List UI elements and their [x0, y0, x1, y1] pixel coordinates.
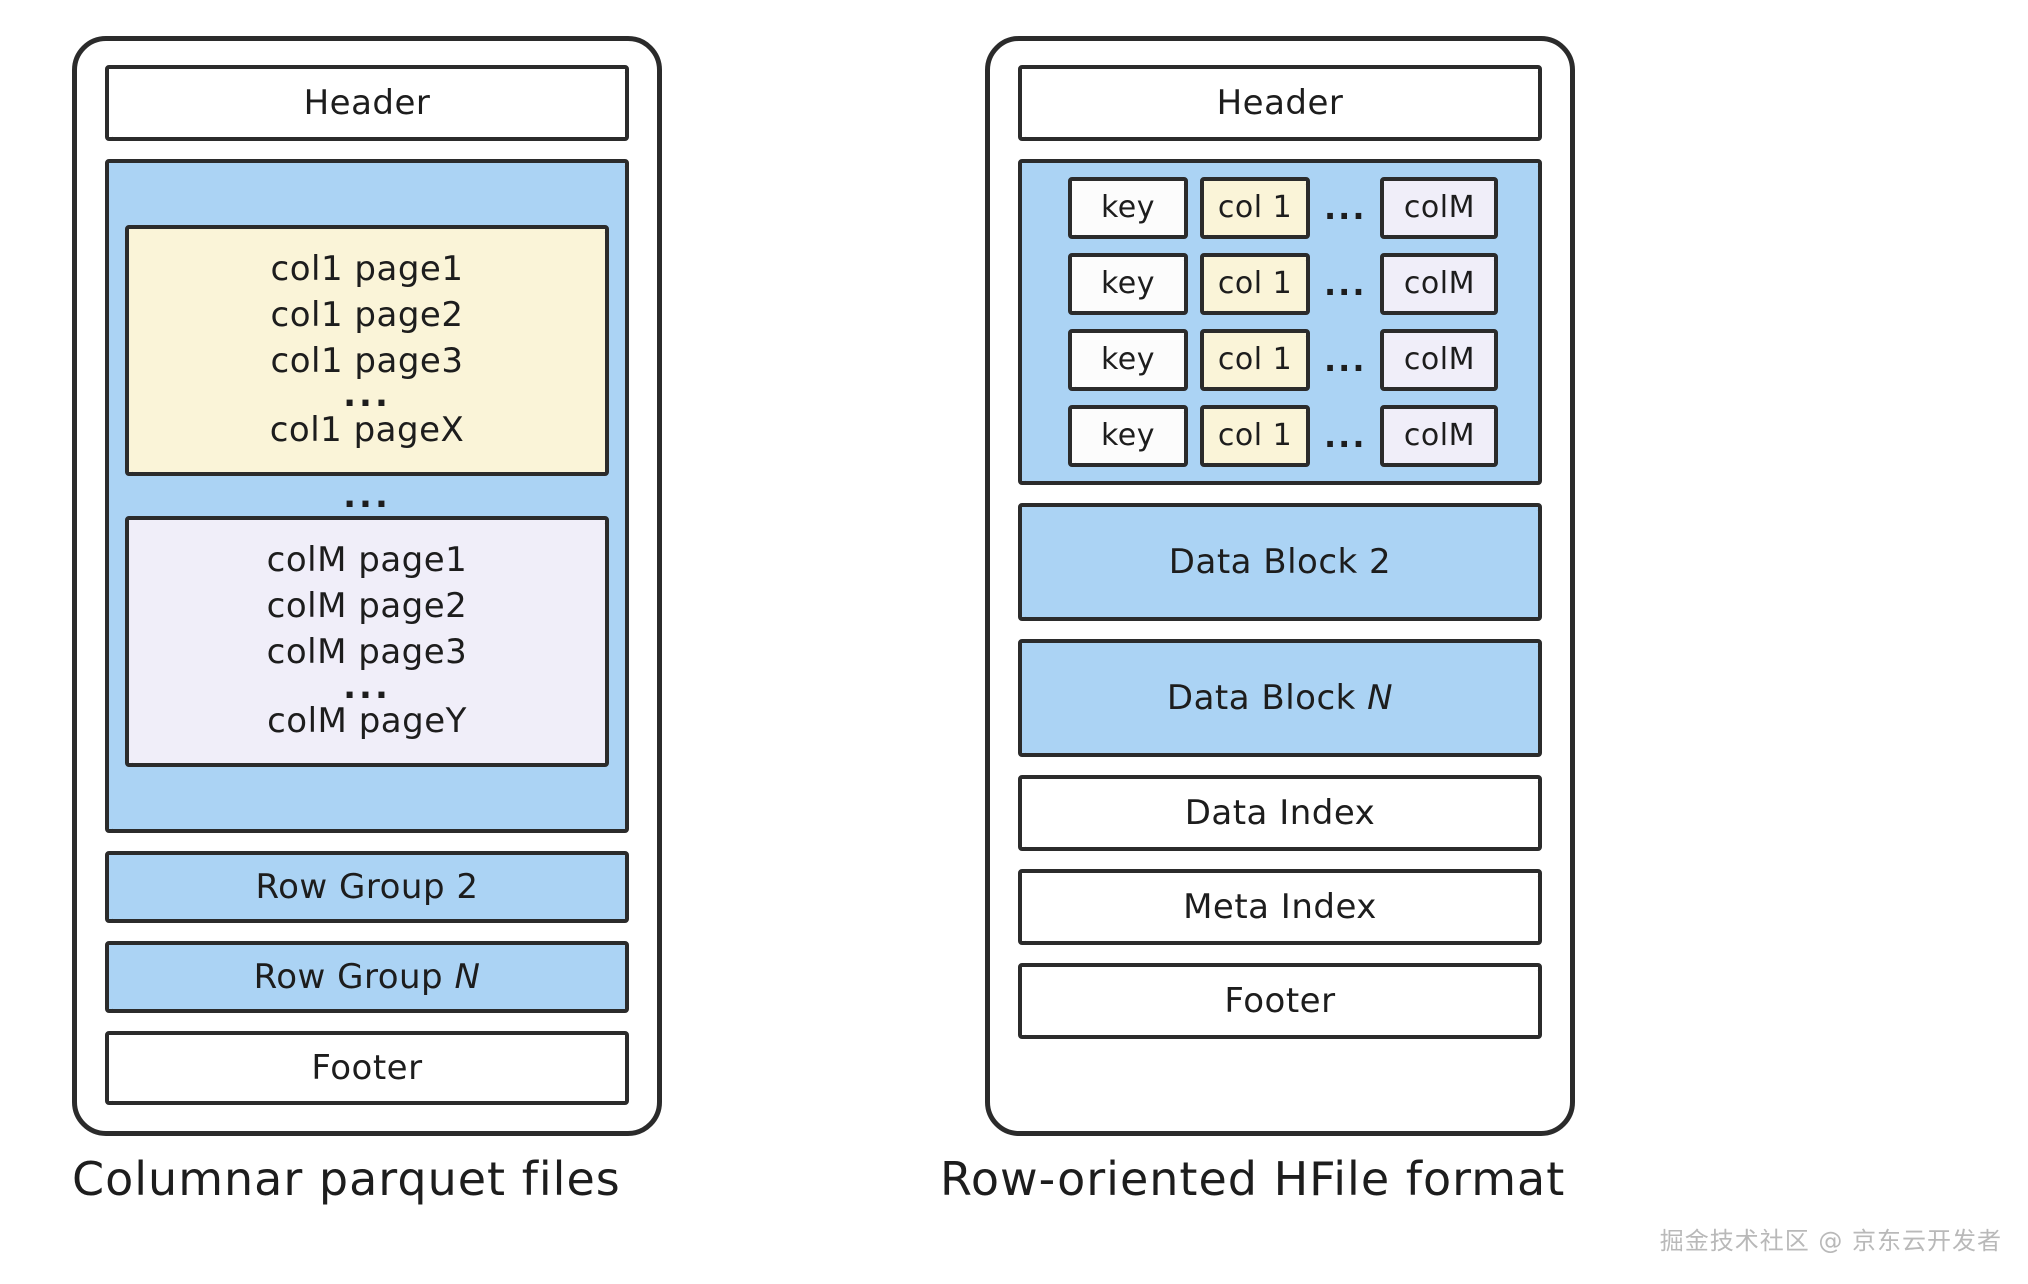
colm-cell: colM [1380, 177, 1499, 239]
parquet-row-group-1: col1 page1 col1 page2 col1 page3 ... col… [105, 159, 629, 833]
colm-cell-label: colM [1403, 342, 1475, 378]
colm-page-line: colM page1 [266, 540, 468, 581]
colm-cell: colM [1380, 405, 1499, 467]
key-cell: key [1068, 405, 1188, 467]
col1-page-last-line: col1 pageX [269, 409, 465, 450]
hfile-data-block-1: key col 1 ... colM key col 1 ... [1018, 159, 1542, 485]
col1-chunk: col1 page1 col1 page2 col1 page3 ... col… [125, 224, 609, 476]
row-group-2-box: Row Group 2 [105, 851, 629, 923]
col1-cell-label: col 1 [1217, 266, 1293, 302]
parquet-file-panel: Header col1 page1 col1 page2 col1 page3 … [72, 36, 662, 1136]
row-group-chunk-separator-ellipsis: ... [343, 475, 391, 516]
col1-cell-label: col 1 [1217, 190, 1293, 226]
key-cell-label: key [1100, 266, 1155, 302]
colm-cell: colM [1380, 329, 1499, 391]
parquet-footer-box: Footer [105, 1031, 629, 1105]
data-index-box: Data Index [1018, 775, 1542, 851]
row-ellipsis: ... [1324, 265, 1367, 303]
colm-cell-label: colM [1403, 418, 1475, 454]
col1-cell: col 1 [1200, 177, 1310, 239]
parquet-footer-label: Footer [311, 1047, 423, 1088]
col1-page-line: col1 page3 [270, 341, 464, 382]
data-block-n-box: Data Block N [1018, 639, 1542, 757]
key-cell-label: key [1100, 190, 1155, 226]
key-cell: key [1068, 253, 1188, 315]
hfile-header-label: Header [1216, 82, 1344, 123]
col1-cell: col 1 [1200, 405, 1310, 467]
parquet-header-label: Header [303, 82, 431, 123]
meta-index-label: Meta Index [1183, 886, 1377, 927]
col1-cell: col 1 [1200, 329, 1310, 391]
row-group-2-label: Row Group 2 [255, 866, 479, 907]
colm-page-line: colM page3 [266, 632, 468, 673]
data-block-n-label: Data Block N [1166, 677, 1394, 718]
row-ellipsis: ... [1324, 417, 1367, 455]
colm-cell-label: colM [1403, 266, 1475, 302]
colm-cell: colM [1380, 253, 1499, 315]
row-ellipsis: ... [1324, 189, 1367, 227]
key-cell-label: key [1100, 342, 1155, 378]
hfile-panel: Header key col 1 ... colM key [985, 36, 1575, 1136]
col1-chunk-ellipsis: ... [343, 375, 391, 416]
data-block-2-box: Data Block 2 [1018, 503, 1542, 621]
row-group-n-label: Row Group N [253, 956, 481, 997]
key-cell-label: key [1100, 418, 1155, 454]
data-block-row: key col 1 ... colM [1038, 253, 1522, 315]
meta-index-box: Meta Index [1018, 869, 1542, 945]
col1-page-line: col1 page1 [270, 248, 464, 289]
colm-cell-label: colM [1403, 190, 1475, 226]
col1-page-line: col1 page2 [270, 295, 464, 336]
data-block-row: key col 1 ... colM [1038, 177, 1522, 239]
col1-cell-label: col 1 [1217, 418, 1293, 454]
hfile-footer-box: Footer [1018, 963, 1542, 1039]
caption-row-oriented-hfile: Row-oriented HFile format [940, 1152, 1566, 1206]
colm-chunk: colM page1 colM page2 colM page3 ... col… [125, 516, 609, 768]
colm-page-line: colM page2 [266, 586, 468, 627]
colm-page-last-line: colM pageY [267, 700, 467, 741]
colm-chunk-ellipsis: ... [343, 666, 391, 707]
watermark: 掘金技术社区 @ 京东云开发者 [1659, 1227, 2002, 1255]
data-block-2-label: Data Block 2 [1168, 541, 1392, 582]
data-index-label: Data Index [1184, 792, 1376, 833]
col1-cell: col 1 [1200, 253, 1310, 315]
caption-columnar-parquet: Columnar parquet files [72, 1152, 621, 1206]
key-cell: key [1068, 177, 1188, 239]
parquet-header-box: Header [105, 65, 629, 141]
col1-cell-label: col 1 [1217, 342, 1293, 378]
row-ellipsis: ... [1324, 341, 1367, 379]
hfile-footer-label: Footer [1224, 980, 1336, 1021]
key-cell: key [1068, 329, 1188, 391]
data-block-row: key col 1 ... colM [1038, 405, 1522, 467]
hfile-header-box: Header [1018, 65, 1542, 141]
row-group-n-box: Row Group N [105, 941, 629, 1013]
data-block-row: key col 1 ... colM [1038, 329, 1522, 391]
